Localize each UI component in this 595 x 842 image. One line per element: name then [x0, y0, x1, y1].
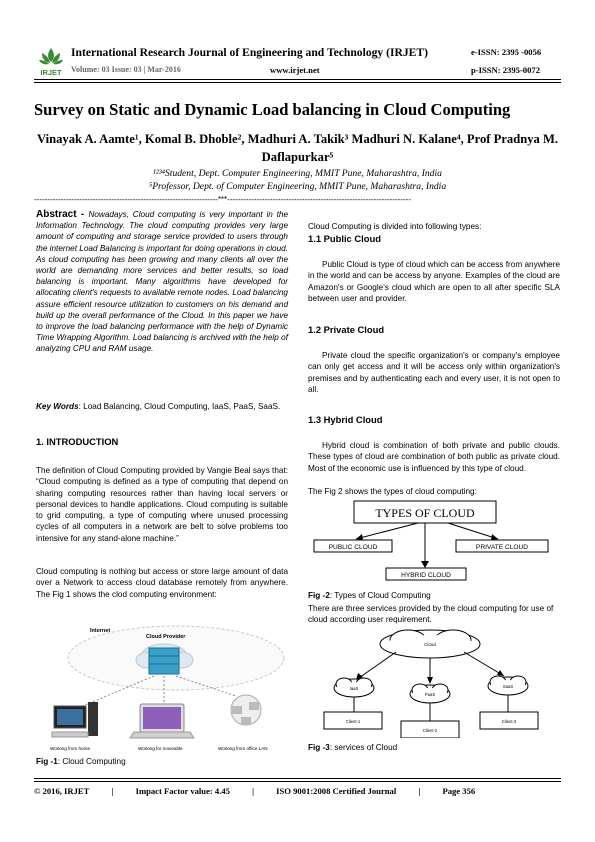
fig1-office-label: Working from office LAN — [218, 746, 268, 751]
fig1-office-lan-icon — [230, 694, 262, 726]
hybrid-cloud-text: Hybrid cloud is combination of both priv… — [308, 441, 560, 473]
fig1-cloud-computing: Internet Cloud Provider Working from hom… — [50, 625, 285, 751]
authors-line-2: Daflapurkar⁵ — [261, 150, 334, 164]
fig3-saas-cloud — [487, 675, 529, 696]
fig3-client2-box — [400, 720, 460, 738]
footer-copyright: © 2016, IRJET — [34, 786, 90, 796]
fig2-intro: The Fig 2 shows the types of cloud compu… — [308, 487, 477, 496]
fig3-client1-box — [323, 711, 383, 730]
fig2-public-box — [313, 539, 393, 553]
fig3-caption-text: : services of Cloud — [329, 743, 398, 752]
authors: Vinayak A. Aamte¹, Komal B. Dhoble², Mad… — [34, 130, 561, 166]
pissn: p-ISSN: 2395-0072 — [471, 65, 540, 75]
fig2-arrow-private — [447, 522, 499, 540]
fig3-paas: PaaS — [425, 692, 435, 697]
fig3-client3-box — [479, 711, 539, 730]
public-cloud-text: Public Cloud is type of cloud which can … — [308, 260, 560, 303]
intro-heading: 1. INTRODUCTION — [36, 436, 119, 447]
fig3-top-cloud — [379, 629, 481, 659]
fig1-caption-text: : Cloud Computing — [57, 757, 126, 766]
fig2-private-box — [455, 539, 549, 553]
hybrid-cloud-heading: 1.3 Hybrid Cloud — [308, 414, 383, 425]
fig2-title: TYPES OF CLOUD — [375, 506, 475, 520]
abstract-text: Nowadays, Cloud computing is very import… — [36, 210, 289, 354]
fig3-iaas-cloud — [333, 677, 375, 698]
private-cloud-text: Private cloud the specific organization'… — [308, 351, 560, 394]
fig2-hybrid: HYBRID CLOUD — [401, 572, 451, 579]
fig3-cloud-label: Cloud — [424, 642, 436, 647]
volume-info: Volume: 03 Issue: 03 | Mar-2016 — [71, 65, 181, 74]
public-cloud-heading: 1.1 Public Cloud — [308, 233, 381, 244]
fig3-iaas: IaaS — [350, 686, 359, 691]
paper-title: Survey on Static and Dynamic Load balanc… — [34, 100, 511, 119]
logo-text: IRJET — [40, 68, 62, 77]
header-rule-thin — [34, 82, 561, 83]
footer-page: Page 356 — [442, 786, 476, 796]
fig2-hybrid-box — [385, 567, 467, 581]
fig2-public: PUBLIC CLOUD — [329, 544, 378, 551]
authors-line-1: Vinayak A. Aamte¹, Komal B. Dhoble², Mad… — [36, 132, 558, 146]
fig2-caption-label: Fig -2 — [308, 591, 330, 600]
eissn: e-ISSN: 2395 -0056 — [471, 47, 542, 57]
fig2-caption: Fig -2: Types of Cloud Computing — [308, 591, 560, 600]
fig3-caption-label: Fig -3 — [308, 743, 330, 752]
types-intro: Cloud Computing is divided into followin… — [308, 222, 482, 231]
fig3-saas: SaaS — [503, 684, 513, 689]
fig3-caption: Fig -3: services of Cloud — [308, 743, 560, 752]
fig1-cloud-icon — [135, 643, 194, 675]
fig1-home-label: Working from home — [50, 746, 90, 751]
abstract-label: Abstract - — [36, 209, 89, 220]
keywords: Key Words: Load Balancing, Cloud Computi… — [36, 401, 288, 412]
website: www.irjet.net — [270, 65, 320, 75]
services-text: There are three services provided by the… — [308, 604, 554, 625]
fig1-moveable-label: Working for moveable — [138, 746, 183, 751]
fig1-desktop-icon — [51, 702, 98, 738]
fig1-laptop-icon — [129, 703, 195, 739]
fig2-types-of-cloud: TYPES OF CLOUD PUBLIC CLOUD PRIVATE CLOU… — [313, 500, 549, 581]
footer-impact: Impact Factor value: 4.45 — [135, 786, 230, 796]
fig3-services-of-cloud: Cloud IaaS PaaS SaaS Client-1 Client-2 C… — [323, 629, 539, 738]
irjet-logo: IRJET — [39, 48, 63, 77]
fig2-private: PRIVATE CLOUD — [476, 544, 528, 551]
footer-rule-thin — [34, 778, 561, 779]
fig2-arrow-public — [355, 522, 419, 540]
fig1-caption-label: Fig -1 — [36, 757, 58, 766]
affiliation-professor: ⁵Professor, Dept. of Computer Engineerin… — [148, 181, 447, 192]
keywords-label: Key Words — [36, 402, 79, 411]
footer-rule — [34, 781, 561, 782]
fig3-client1: Client-1 — [346, 719, 361, 724]
keywords-text: : Load Balancing, Cloud Computing, IaaS,… — [78, 402, 281, 411]
separator: ----------------------------------------… — [34, 195, 411, 204]
footer: © 2016, IRJET | Impact Factor value: 4.4… — [34, 786, 476, 796]
fig3-paas-cloud — [409, 683, 451, 704]
fig1-internet-label: Internet — [90, 628, 110, 634]
affiliation-students: ¹²³⁴Student, Dept. Computer Engineering,… — [153, 168, 442, 179]
fig3-client3: Client-3 — [502, 719, 517, 724]
fig1-provider-label: Cloud Provider — [146, 634, 186, 640]
abstract: Abstract - Nowadays, Cloud computing is … — [36, 209, 288, 355]
footer-iso: ISO 9001:2008 Certified Journal — [276, 786, 397, 796]
fig2-caption-text: : Types of Cloud Computing — [329, 591, 431, 600]
journal-name: International Research Journal of Engine… — [71, 46, 428, 59]
fig3-client2: Client-2 — [423, 728, 438, 733]
intro-para-1: The definition of Cloud Computing provid… — [36, 466, 288, 543]
header-rule — [34, 79, 561, 80]
fig1-caption: Fig -1: Cloud Computing — [36, 757, 288, 766]
private-cloud-heading: 1.2 Private Cloud — [308, 324, 385, 335]
intro-para-2: Cloud computing is nothing but access or… — [36, 567, 288, 599]
